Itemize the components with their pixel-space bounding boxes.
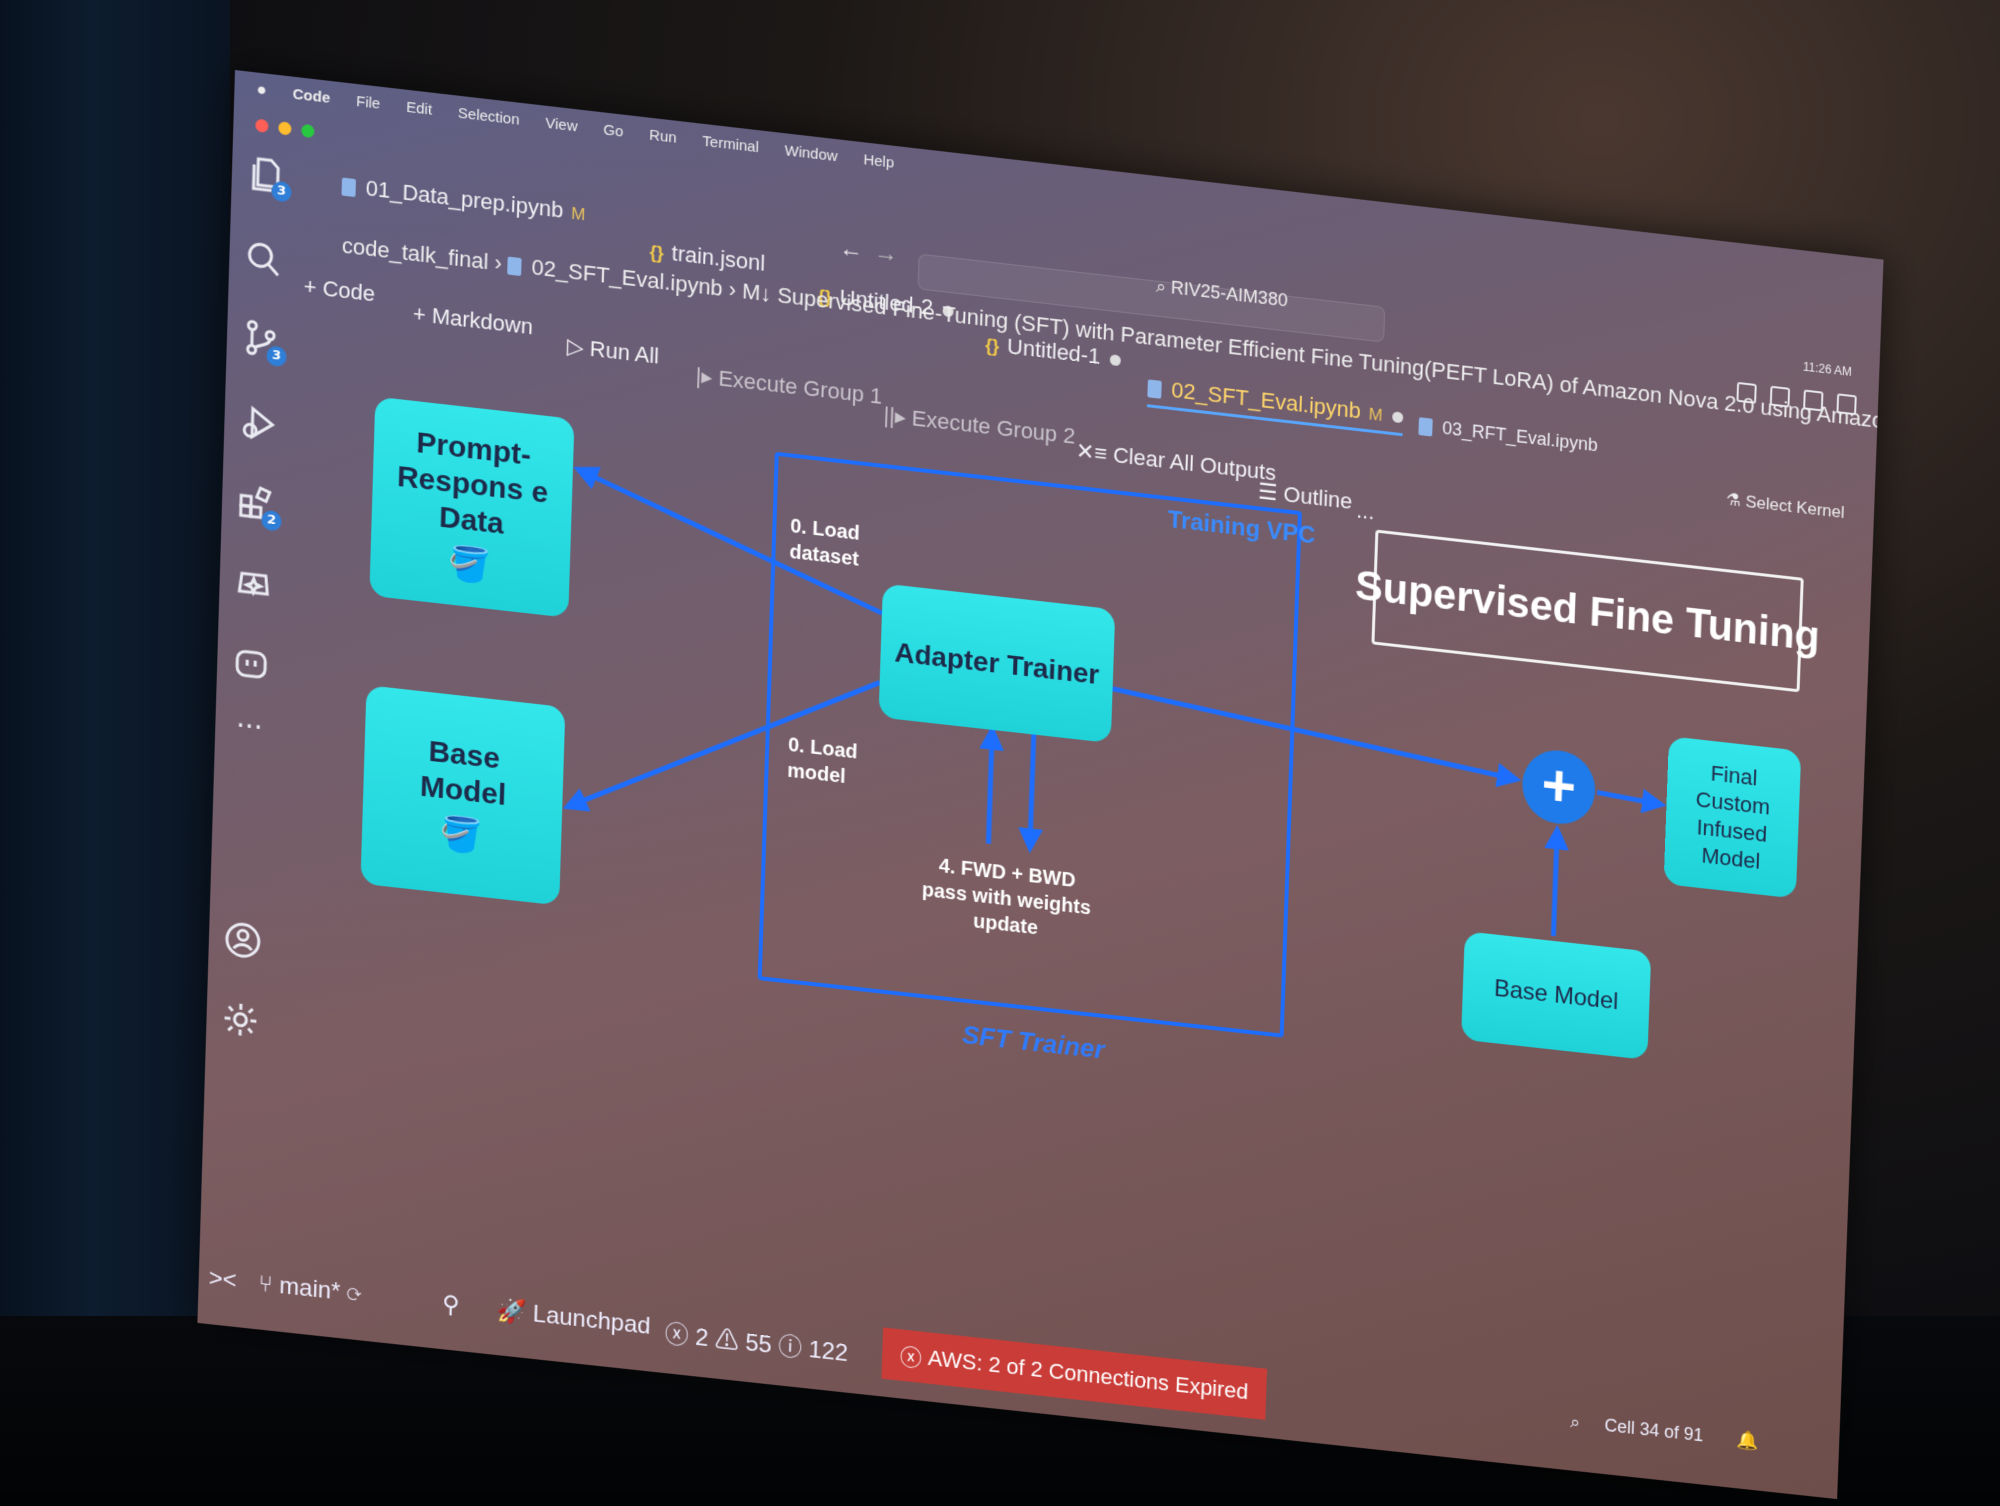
room-curtain — [0, 0, 230, 1506]
source-control-icon — [246, 320, 277, 356]
arrow-merge-to-final — [1597, 792, 1662, 804]
cell-position[interactable]: Cell 34 of 91 — [1604, 1415, 1704, 1446]
error-icon: ⓧ — [664, 1320, 696, 1351]
base-model-right-box: Base Model — [1461, 931, 1652, 1060]
load-model-label: 0. Load model — [786, 734, 858, 789]
bucket-icon: 🪣 — [440, 813, 484, 857]
remote-indicator-icon[interactable]: >< — [208, 1264, 238, 1295]
info-icon: ⓘ — [777, 1332, 809, 1363]
projector-screen: ● Code File Edit Selection View Go Run T… — [197, 70, 1883, 1499]
arrow-base-to-merge — [1553, 830, 1557, 936]
search-icon — [248, 243, 280, 277]
search-view-button[interactable] — [243, 236, 284, 280]
explorer-button[interactable]: 3 — [245, 152, 292, 203]
files-icon — [252, 157, 280, 193]
prompt-response-label: Prompt-Respons e Data — [396, 426, 549, 541]
warning-icon: ⚠ — [714, 1326, 746, 1357]
adapter-trainer-label: Adapter Trainer — [894, 636, 1100, 690]
problems-indicator[interactable]: ⓧ 2 ⚠ 55 ⓘ 122 — [664, 1320, 849, 1368]
final-model-box: Final Custom Infused Model — [1663, 736, 1802, 899]
error-icon: ⓧ — [899, 1344, 929, 1372]
notifications-bell-icon[interactable]: 🔔 — [1736, 1429, 1759, 1452]
prompt-response-data-box: Prompt-Respons e Data 🪣 — [369, 396, 575, 618]
rocket-icon: 🚀 — [496, 1296, 534, 1328]
base-model-left-label: Base Model — [419, 734, 507, 813]
git-branch-icon: ⑂ — [258, 1269, 280, 1299]
base-model-right-label: Base Model — [1493, 974, 1619, 1016]
base-model-left-box: Base Model 🪣 — [360, 685, 566, 906]
activity-bar: 3 3 2 ··· — [198, 140, 303, 1301]
bucket-icon: 🪣 — [448, 543, 492, 587]
final-model-label: Final Custom Infused Model — [1695, 760, 1771, 874]
run-debug-icon — [243, 406, 276, 441]
git-graph-icon[interactable]: ⚲ — [441, 1290, 460, 1320]
source-control-button[interactable]: 3 — [240, 316, 287, 368]
branch-indicator[interactable]: ⑂ main* ⟳ — [258, 1269, 362, 1308]
sync-icon: ⟳ — [346, 1279, 362, 1308]
launchpad-button[interactable]: 🚀 Launchpad — [496, 1296, 651, 1340]
zoom-icon[interactable]: ⌕ — [1569, 1411, 1581, 1433]
run-debug-button[interactable] — [238, 401, 279, 445]
adapter-trainer-box: Adapter Trainer — [878, 583, 1116, 744]
